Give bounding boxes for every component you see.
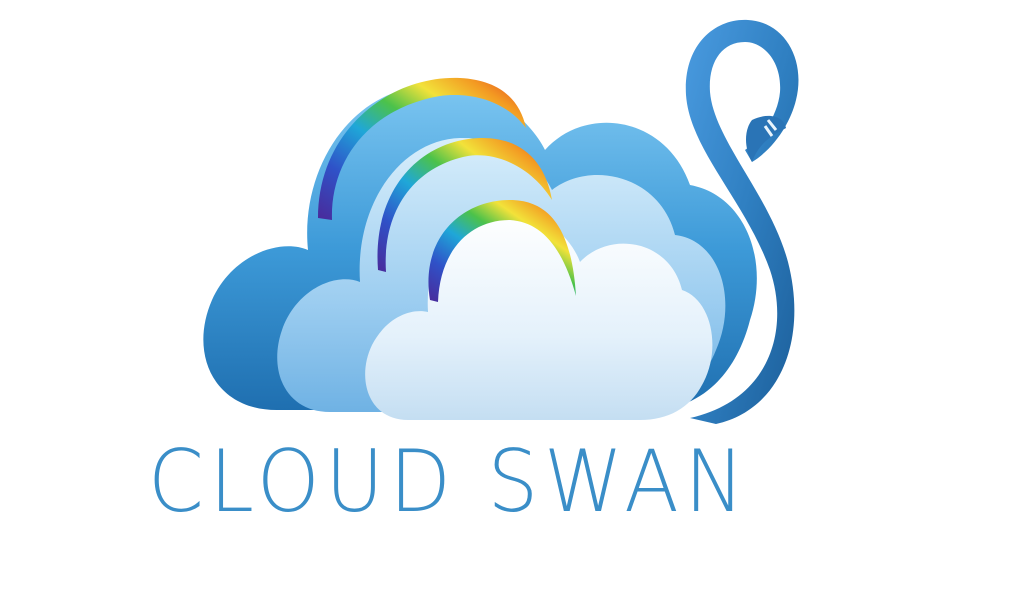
cloud-icon bbox=[365, 211, 713, 420]
rainbow-arc-icon bbox=[318, 77, 576, 302]
brand-name: CLOUD SWAN bbox=[148, 432, 750, 532]
swan-icon bbox=[685, 19, 799, 424]
